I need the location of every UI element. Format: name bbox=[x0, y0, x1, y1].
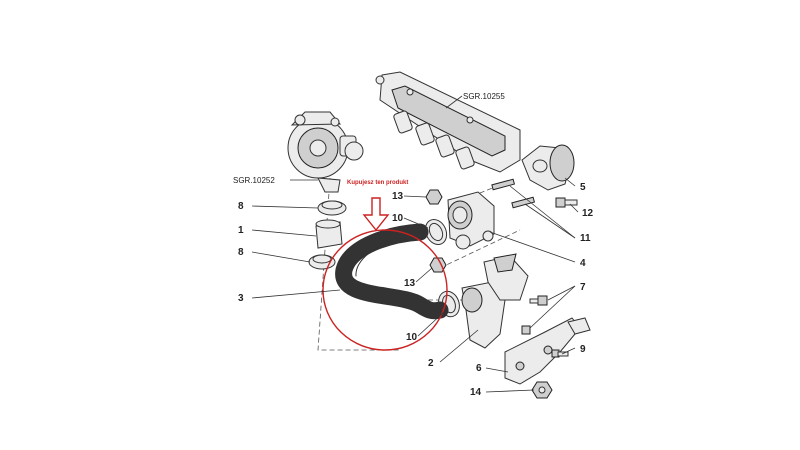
part-number-label: 8 bbox=[238, 201, 244, 212]
part-1-hose-sleeve bbox=[315, 219, 343, 249]
part-13-nuts bbox=[425, 189, 447, 273]
part-number-label: 2 bbox=[428, 358, 434, 369]
part-number-label: 6 bbox=[476, 363, 482, 374]
part-4-throttle-body bbox=[447, 191, 495, 250]
part-number-label: 9 bbox=[580, 344, 586, 355]
part-9-bolt bbox=[551, 349, 569, 358]
part-number-label: 10 bbox=[392, 213, 404, 224]
group-ref-label: SGR.10255 bbox=[463, 92, 505, 101]
part-number-label: 3 bbox=[238, 293, 244, 304]
part-7-bolts bbox=[521, 295, 548, 335]
highlight-circle bbox=[322, 229, 448, 351]
part-6-bracket bbox=[504, 317, 591, 385]
part-number-label: 1 bbox=[238, 225, 244, 236]
part-number-label: 13 bbox=[392, 191, 404, 202]
part-number-label: 14 bbox=[470, 387, 482, 398]
part-3-intercooler-hose bbox=[335, 223, 449, 320]
group-ref-label: SGR.10252 bbox=[233, 176, 275, 185]
part-number-label: 8 bbox=[238, 247, 244, 258]
turbocharger-assembly bbox=[287, 111, 364, 193]
part-14-nut bbox=[531, 381, 553, 399]
part-number-label: 12 bbox=[582, 208, 594, 219]
part-2-elbow-pipe bbox=[461, 253, 529, 349]
highlight-arrow bbox=[362, 197, 390, 232]
part-number-label: 7 bbox=[580, 282, 586, 293]
part-number-label: 11 bbox=[580, 233, 591, 244]
part-11-studs bbox=[491, 178, 536, 209]
part-5-elbow-flange bbox=[521, 144, 575, 191]
part-number-label: 10 bbox=[406, 332, 418, 343]
highlight-note: Kupujesz ten produkt bbox=[347, 180, 408, 186]
part-number-label: 5 bbox=[580, 182, 586, 193]
part-number-label: 13 bbox=[404, 278, 416, 289]
part-12-bolt bbox=[555, 197, 578, 208]
leader-lines bbox=[251, 95, 579, 393]
highlight-marker: Kupujesz ten produkt bbox=[322, 180, 448, 351]
part-number-label: 4 bbox=[580, 258, 586, 269]
intake-manifold-assembly bbox=[375, 71, 521, 173]
